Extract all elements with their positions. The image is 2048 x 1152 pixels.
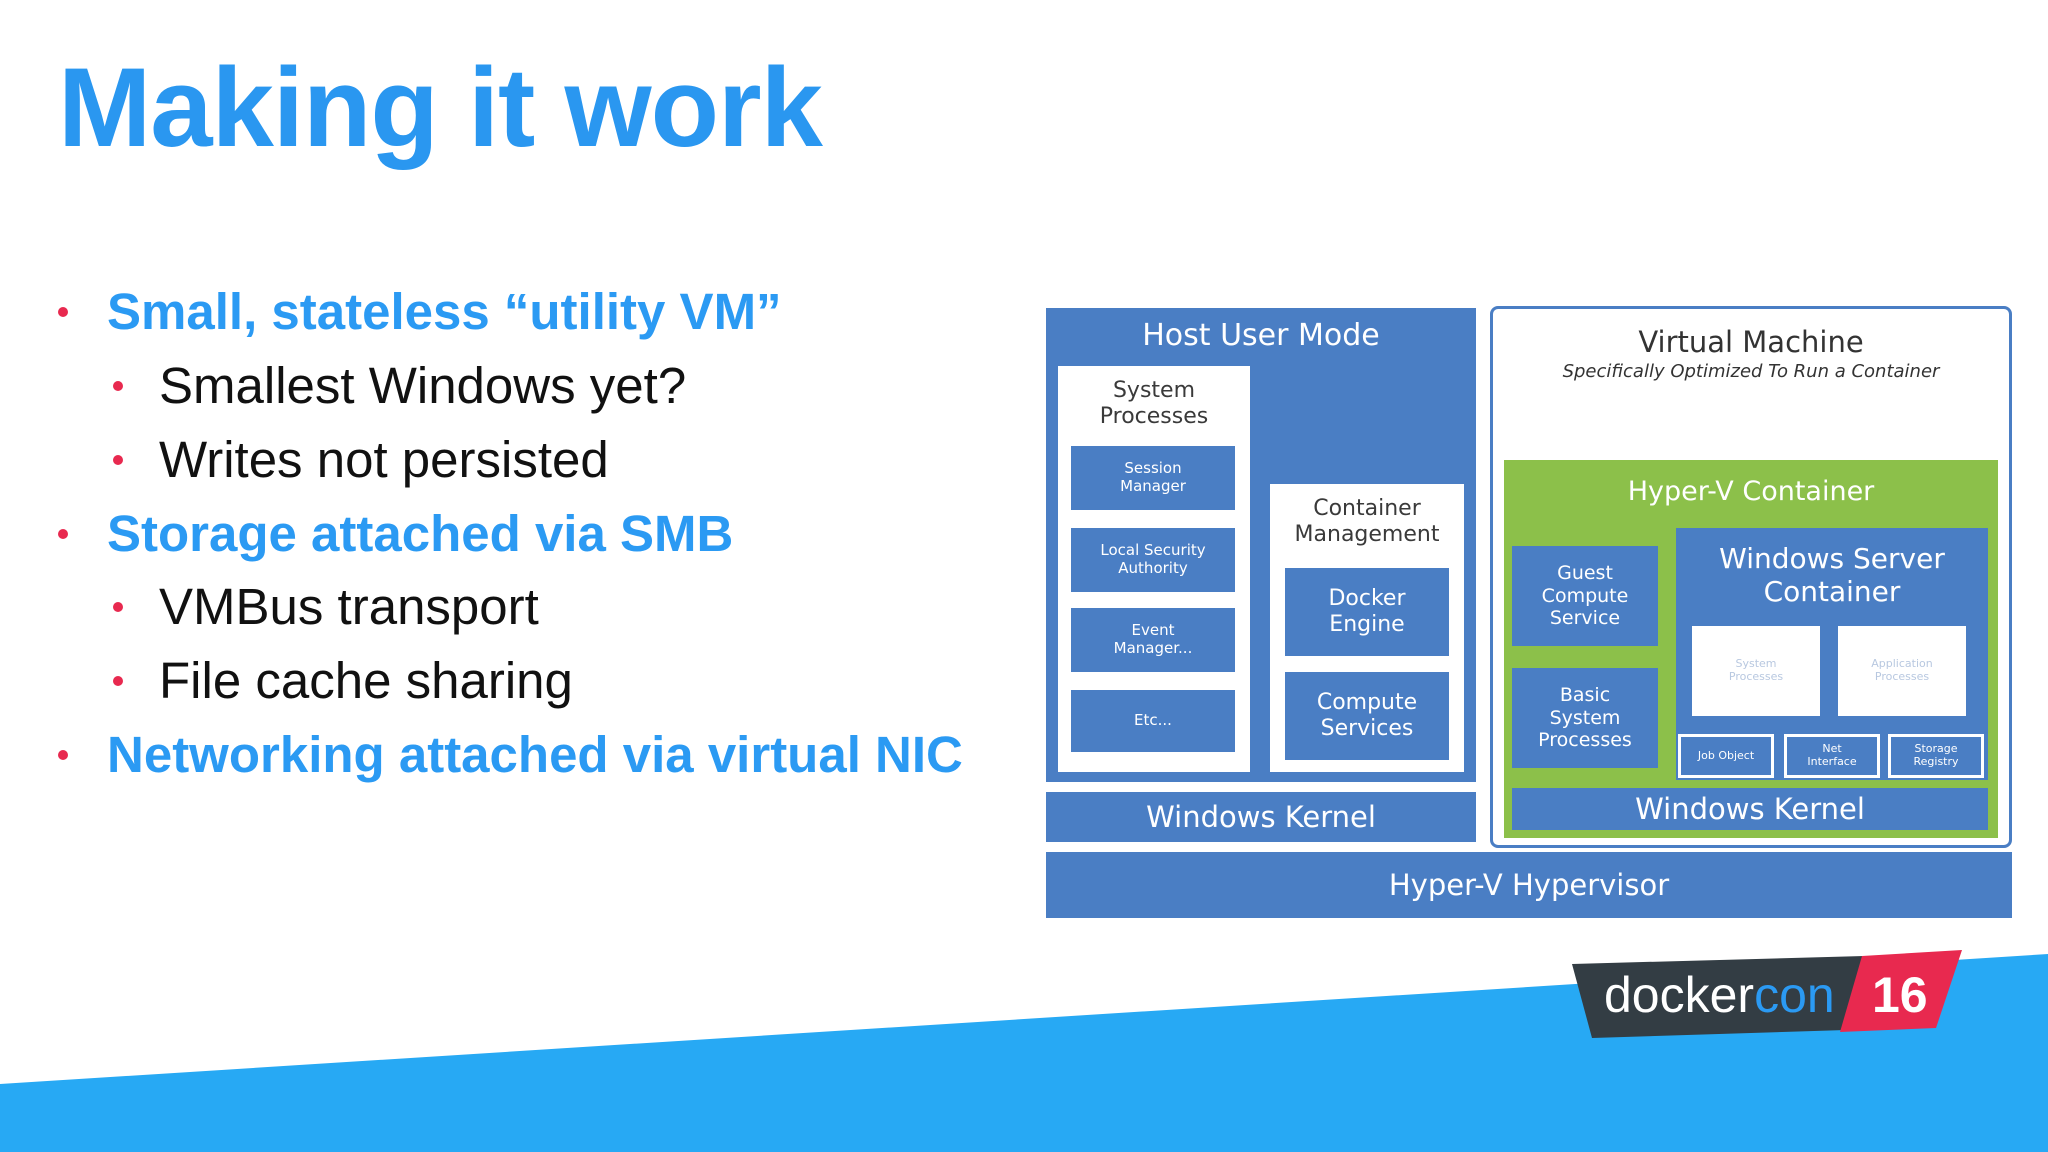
bullet-dot <box>58 749 68 760</box>
logo-dark-panel <box>1572 956 1864 1038</box>
container-management-label: Container Management <box>1294 496 1440 547</box>
logo-docker-text: docker <box>1604 967 1754 1023</box>
docker-engine-box: Docker Engine <box>1285 568 1449 656</box>
logo-year-text: 16 <box>1872 967 1928 1023</box>
bullet-item: Smallest Windows yet? <box>113 357 687 414</box>
system-processes-small-label: System Processes <box>1728 657 1784 683</box>
event-manager-label: Event Manager... <box>1113 621 1193 657</box>
basic-system-processes-label: Basic System Processes <box>1538 684 1632 752</box>
hypervisor-bar: Hyper-V Hypervisor <box>1046 852 2012 918</box>
compute-services-box: Compute Services <box>1285 672 1449 760</box>
vm-windows-kernel: Windows Kernel <box>1512 788 1988 830</box>
logo-wordmark: dockercon <box>1604 967 1835 1023</box>
bullet-dot <box>113 454 123 465</box>
hyperv-container-label: Hyper-V Container <box>1627 476 1875 507</box>
bullet-dot <box>113 675 123 686</box>
bullet-item: File cache sharing <box>113 652 573 709</box>
job-object-label: Job Object <box>1697 748 1755 762</box>
bullet-item: Networking attached via virtual NIC <box>58 726 963 783</box>
storage-registry-box: Storage Registry <box>1888 734 1984 778</box>
application-processes-box: Application Processes <box>1838 626 1966 716</box>
bullet-item: Writes not persisted <box>113 431 609 488</box>
local-security-authority-label: Local Security Authority <box>1100 541 1206 577</box>
etc-box: Etc... <box>1071 690 1235 752</box>
bullet-item: Small, stateless “utility VM” <box>58 283 782 340</box>
windows-server-container-label: Windows Server Container <box>1719 542 1945 609</box>
session-manager-box: Session Manager <box>1071 446 1235 510</box>
storage-registry-label: Storage Registry <box>1913 742 1959 768</box>
logo-con-text: con <box>1754 967 1835 1023</box>
logo-red-panel <box>1840 950 1962 1032</box>
host-windows-kernel: Windows Kernel <box>1046 792 1476 842</box>
bullet-dot <box>58 528 68 539</box>
bullet-item: VMBus transport <box>113 578 539 635</box>
local-security-authority-box: Local Security Authority <box>1071 528 1235 592</box>
basic-system-processes-box: Basic System Processes <box>1512 668 1658 768</box>
bullet-dot <box>58 306 68 317</box>
system-processes-label: System Processes <box>1099 378 1209 429</box>
bullet-text: Writes not persisted <box>159 431 609 488</box>
bullet-text: Storage attached via SMB <box>107 505 734 562</box>
compute-services-label: Compute Services <box>1316 690 1418 741</box>
host-windows-kernel-label: Windows Kernel <box>1146 799 1376 834</box>
system-processes-small-box: System Processes <box>1692 626 1820 716</box>
guest-compute-service-box: Guest Compute Service <box>1512 546 1658 646</box>
bullet-dot <box>113 380 123 391</box>
bullet-item: Storage attached via SMB <box>58 505 734 562</box>
application-processes-label: Application Processes <box>1871 657 1933 683</box>
bullet-text: Smallest Windows yet? <box>159 357 687 414</box>
session-manager-label: Session Manager <box>1120 459 1186 495</box>
bullet-text: File cache sharing <box>159 652 573 709</box>
vm-subtitle: Specifically Optimized To Run a Containe… <box>1490 360 2012 384</box>
docker-engine-label: Docker Engine <box>1328 586 1406 637</box>
net-interface-label: Net Interface <box>1807 742 1857 768</box>
vm-subtitle-label: Specifically Optimized To Run a Containe… <box>1562 361 1940 383</box>
job-object-box: Job Object <box>1678 734 1774 778</box>
virtual-machine-label: Virtual Machine <box>1638 324 1864 359</box>
etc-label: Etc... <box>1134 711 1172 730</box>
slide-title: Making it work <box>58 45 823 170</box>
bullet-dot <box>113 601 123 612</box>
bullet-text: Networking attached via virtual NIC <box>107 726 963 783</box>
vm-windows-kernel-label: Windows Kernel <box>1635 791 1865 826</box>
net-interface-box: Net Interface <box>1784 734 1880 778</box>
host-user-mode-label: Host User Mode <box>1142 318 1380 353</box>
bullet-text: VMBus transport <box>159 578 539 635</box>
event-manager-box: Event Manager... <box>1071 608 1235 672</box>
bullet-text: Small, stateless “utility VM” <box>107 283 782 340</box>
hypervisor-label: Hyper-V Hypervisor <box>1388 867 1670 902</box>
virtual-machine-title: Virtual Machine <box>1490 322 2012 362</box>
guest-compute-service-label: Guest Compute Service <box>1541 562 1629 630</box>
